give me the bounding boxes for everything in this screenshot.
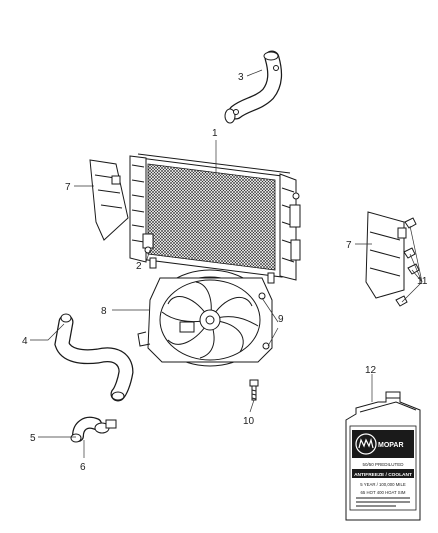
bypass-hose (70, 416, 102, 443)
callout-1: 1 (212, 128, 218, 139)
retainer-clips (395, 217, 420, 307)
jug-line3: 5 YEAR / 100,000 MILE (360, 482, 406, 487)
callout-6: 6 (80, 462, 86, 473)
callouts: 1 2 3 4 5 6 7 7 8 9 10 11 12 (22, 72, 428, 473)
upper-radiator-hose (224, 50, 283, 124)
lower-radiator-hose (54, 313, 134, 402)
callout-3: 3 (238, 72, 244, 83)
callout-11: 11 (417, 276, 428, 287)
air-seal-right (365, 211, 407, 299)
jug-line1: 50/50 PREDILUTED (362, 462, 404, 467)
callout-12: 12 (365, 365, 377, 376)
callout-4: 4 (22, 336, 28, 347)
callout-10: 10 (243, 416, 255, 427)
callout-5: 5 (30, 433, 36, 444)
leader-lines (30, 69, 423, 458)
jug-line4: 65 HOT 400 HOAT SIM (361, 490, 406, 495)
coolant-jug: MOPAR 50/50 PREDILUTED ANTIFREEZE / COOL… (345, 391, 421, 521)
callout-9: 9 (278, 314, 284, 325)
jug-brand: MOPAR (378, 442, 404, 449)
callout-8: 8 (101, 306, 107, 317)
callout-7-right: 7 (346, 240, 352, 251)
air-seal-left (89, 159, 129, 241)
radiator (129, 153, 301, 284)
cooling-fan-module (137, 269, 273, 367)
fan-screws (258, 292, 270, 350)
hose-clamp (94, 419, 117, 434)
bolt (249, 379, 259, 401)
callout-7-left: 7 (65, 182, 71, 193)
jug-line2: ANTIFREEZE / COOLANT (354, 472, 412, 478)
callout-2: 2 (136, 261, 142, 272)
